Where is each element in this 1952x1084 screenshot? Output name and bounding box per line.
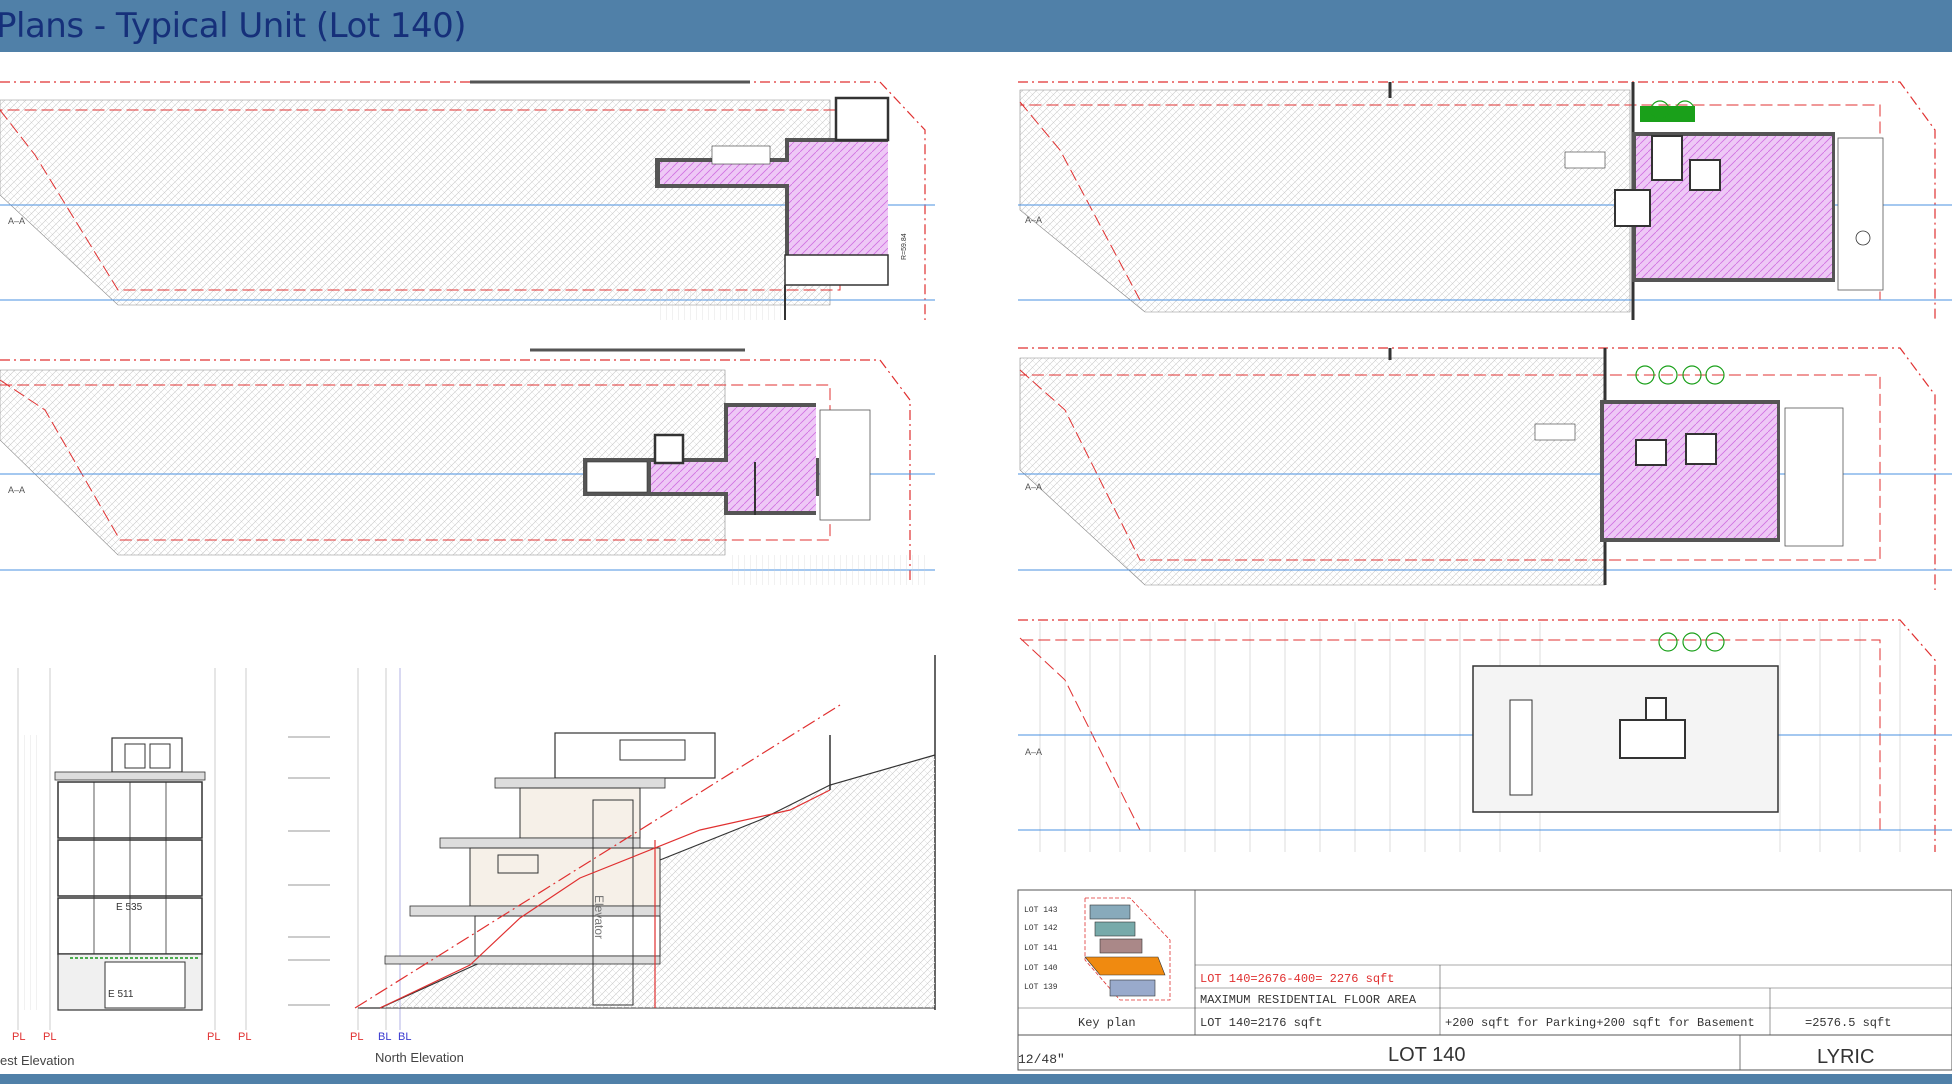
max-area-label: MAXIMUM RESIDENTIAL FLOOR AREA xyxy=(1200,993,1417,1007)
lot-label: LOT 141 xyxy=(1024,944,1058,953)
section-marker: A–A xyxy=(1025,215,1042,225)
area-calc: LOT 140=2676-400= 2276 sqft xyxy=(1200,972,1394,986)
lot-label: LOT 143 xyxy=(1024,906,1058,915)
lot-label: LOT 139 xyxy=(1024,983,1058,992)
title-block: LOT 143 LOT 142 LOT 141 LOT 140 LOT 139 … xyxy=(1017,889,1952,1071)
west-elevation-label: est Elevation xyxy=(0,1053,74,1068)
plan-right-roof: A–A xyxy=(1018,619,1952,852)
footer-bar xyxy=(0,1074,1952,1084)
marker-e535: E 535 xyxy=(116,902,143,913)
bl-label: BL xyxy=(398,1031,411,1043)
sheet-number: 12/48" xyxy=(1018,1052,1065,1067)
elevator-label: Elevator xyxy=(592,895,606,939)
pl-label: PL xyxy=(207,1031,220,1043)
north-elevation-label: North Elevation xyxy=(375,1050,464,1065)
section-marker: A–A xyxy=(8,216,25,226)
pl-label: PL xyxy=(350,1031,363,1043)
lot-label: LOT 140 xyxy=(1024,964,1058,973)
lot-name: LOT 140 xyxy=(1388,1044,1465,1066)
north-elevation: Elevator PL BL BL North Elevation xyxy=(350,655,936,1065)
key-plan-label: Key plan xyxy=(1078,1016,1136,1030)
plan-right-2: A–A xyxy=(1018,347,1952,590)
west-elevation: E 535 E 511 PL PL PL PL est Elevation xyxy=(0,668,330,1068)
header-bar: Plans - Typical Unit (Lot 140) xyxy=(0,0,1952,52)
page-title: Plans - Typical Unit (Lot 140) xyxy=(0,6,467,46)
section-marker: A–A xyxy=(8,485,25,495)
pl-label: PL xyxy=(43,1031,56,1043)
marker-e511: E 511 xyxy=(108,989,134,1000)
plan-right-1: A–A xyxy=(1018,81,1952,320)
total-area: =2576.5 sqft xyxy=(1805,1016,1891,1030)
section-marker: A–A xyxy=(1025,747,1042,757)
project-name: LYRIC xyxy=(1817,1046,1874,1068)
drawing-sheet: A–A R=59.84 A–A xyxy=(0,52,1952,1074)
lot-label: LOT 142 xyxy=(1024,924,1058,933)
lot-area: LOT 140=2176 sqft xyxy=(1200,1016,1322,1030)
pl-label: PL xyxy=(12,1031,25,1043)
pl-label: PL xyxy=(238,1031,251,1043)
section-marker: A–A xyxy=(1025,482,1042,492)
plan-left-2: A–A xyxy=(0,348,935,585)
svg-text:R=59.84: R=59.84 xyxy=(901,233,908,260)
bl-label: BL xyxy=(378,1031,391,1043)
plan-left-1: A–A R=59.84 xyxy=(0,78,935,326)
parking-basement: +200 sqft for Parking+200 sqft for Basem… xyxy=(1445,1016,1755,1030)
architectural-drawing: A–A R=59.84 A–A xyxy=(0,78,1952,1071)
